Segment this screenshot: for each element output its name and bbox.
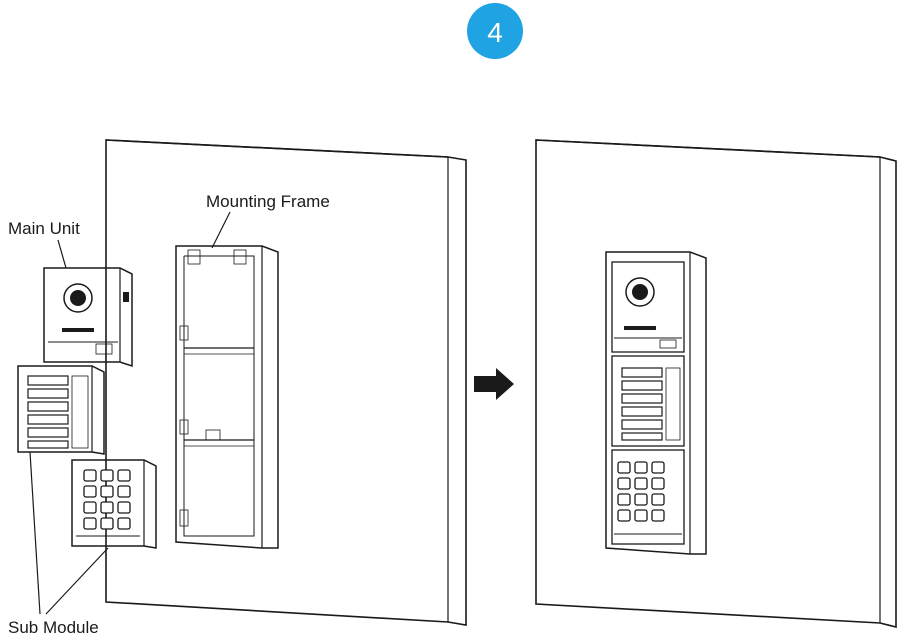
sub-module-keypad: [71, 459, 157, 549]
main-unit-leader: [57, 239, 67, 269]
right-wall: [535, 139, 897, 629]
step-badge: 4: [467, 3, 523, 59]
sub-module-leader-2: [45, 547, 109, 615]
sub-module-label: Sub Module: [8, 618, 99, 637]
speaker-grille-icon: [62, 328, 94, 332]
step-number: 4: [487, 17, 503, 48]
main-unit-label: Main Unit: [8, 219, 80, 238]
step-badge-circle: [467, 3, 523, 59]
assembled-intercom: [605, 251, 707, 555]
mounting-frame-label: Mounting Frame: [206, 192, 330, 211]
camera-lens-icon: [70, 290, 86, 306]
mounting-frame-leader: [211, 211, 231, 249]
mounting-frame: [175, 245, 279, 549]
assembled-camera-icon: [625, 277, 655, 307]
sub-module-leader-1: [29, 451, 41, 615]
right-arrow-icon: [474, 368, 514, 400]
camera-icon: [63, 283, 93, 313]
main-unit: [43, 267, 133, 368]
sub-module-buttons: [17, 365, 105, 455]
left-wall: [105, 139, 467, 626]
